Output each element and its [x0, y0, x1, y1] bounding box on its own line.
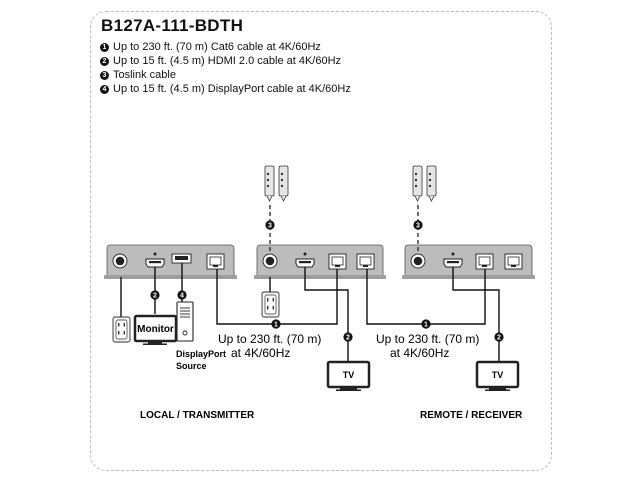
tv-label: TV [492, 370, 504, 380]
tv-device-remote: TV [475, 360, 520, 393]
rj45-out-port-icon [504, 253, 523, 270]
callout-1: 1 [274, 322, 278, 329]
callout-2: 2 [346, 335, 350, 342]
toslink-plug-icon [412, 165, 423, 202]
cable-label-1-line2: at 4K/60Hz [231, 346, 290, 360]
cable-label-2-line1: Up to 230 ft. (70 m) [376, 332, 479, 346]
callouts: 3 3 2 4 1 1 2 2 [150, 220, 504, 342]
din-port-icon [262, 253, 278, 269]
hdmi-port-icon [295, 258, 315, 268]
callout-4: 4 [180, 293, 184, 300]
rj45-in-port-icon [328, 253, 347, 270]
power-outlet-icon [112, 316, 131, 343]
callout-1: 1 [424, 322, 428, 329]
pc-tower-icon [176, 301, 194, 342]
receiver-unit [402, 244, 535, 279]
tv-device-middle: TV [326, 360, 371, 393]
hdmi-cable-middle [304, 267, 349, 367]
spec-text-3: Toslink cable [113, 69, 176, 81]
rj45-in-port-icon [475, 253, 494, 270]
din-port-icon [410, 253, 426, 269]
power-outlet-icon [261, 291, 280, 318]
callout-3-badge: 3 [100, 70, 109, 80]
source-label-line1: DisplayPort [176, 349, 226, 359]
din-port-icon [112, 253, 128, 269]
callout-3: 3 [268, 223, 272, 230]
callout-4-badge: 4 [100, 84, 109, 94]
hdmi-port-icon [443, 258, 463, 268]
toslink-plug-icon [426, 165, 437, 202]
led-icon [303, 252, 307, 256]
led-icon [153, 252, 157, 256]
callout-2: 2 [153, 293, 157, 300]
spec-item-3: 3 Toslink cable [100, 69, 176, 81]
toslink-plug-icon [264, 165, 275, 202]
led-icon [451, 252, 455, 256]
page-title: B127A-111-BDTH [101, 16, 244, 35]
spec-item-1: 1 Up to 230 ft. (70 m) Cat6 cable at 4K/… [100, 41, 321, 53]
spec-text-2: Up to 15 ft. (4.5 m) HDMI 2.0 cable at 4… [113, 55, 342, 67]
spec-text-1: Up to 230 ft. (70 m) Cat6 cable at 4K/60… [113, 41, 321, 53]
spec-item-4: 4 Up to 15 ft. (4.5 m) DisplayPort cable… [100, 83, 351, 95]
remote-receiver-label: REMOTE / RECEIVER [420, 410, 523, 421]
hdmi-port-icon [145, 258, 165, 268]
source-label-line2: Source [176, 361, 207, 371]
cable-label-1-line1: Up to 230 ft. (70 m) [218, 332, 321, 346]
spec-item-2: 2 Up to 15 ft. (4.5 m) HDMI 2.0 cable at… [100, 55, 341, 67]
rj45-out-port-icon [356, 253, 375, 270]
callout-3: 3 [416, 223, 420, 230]
spec-text-4: Up to 15 ft. (4.5 m) DisplayPort cable a… [113, 83, 351, 95]
toslink-plug-icon [278, 165, 289, 202]
transmitter-unit [104, 244, 237, 279]
hdmi-cable-remote [452, 267, 500, 367]
monitor-device: Monitor [133, 314, 178, 345]
callout-2: 2 [497, 335, 501, 342]
local-transmitter-label: LOCAL / TRANSMITTER [140, 410, 255, 421]
cable-label-2-line2: at 4K/60Hz [390, 346, 449, 360]
diagram-frame [90, 11, 552, 471]
middle-unit [254, 244, 386, 279]
callout-2-badge: 2 [100, 56, 109, 66]
monitor-label: Monitor [137, 324, 174, 335]
rj45-port-icon [206, 253, 225, 270]
callout-1-badge: 1 [100, 42, 109, 52]
tv-label: TV [343, 370, 355, 380]
